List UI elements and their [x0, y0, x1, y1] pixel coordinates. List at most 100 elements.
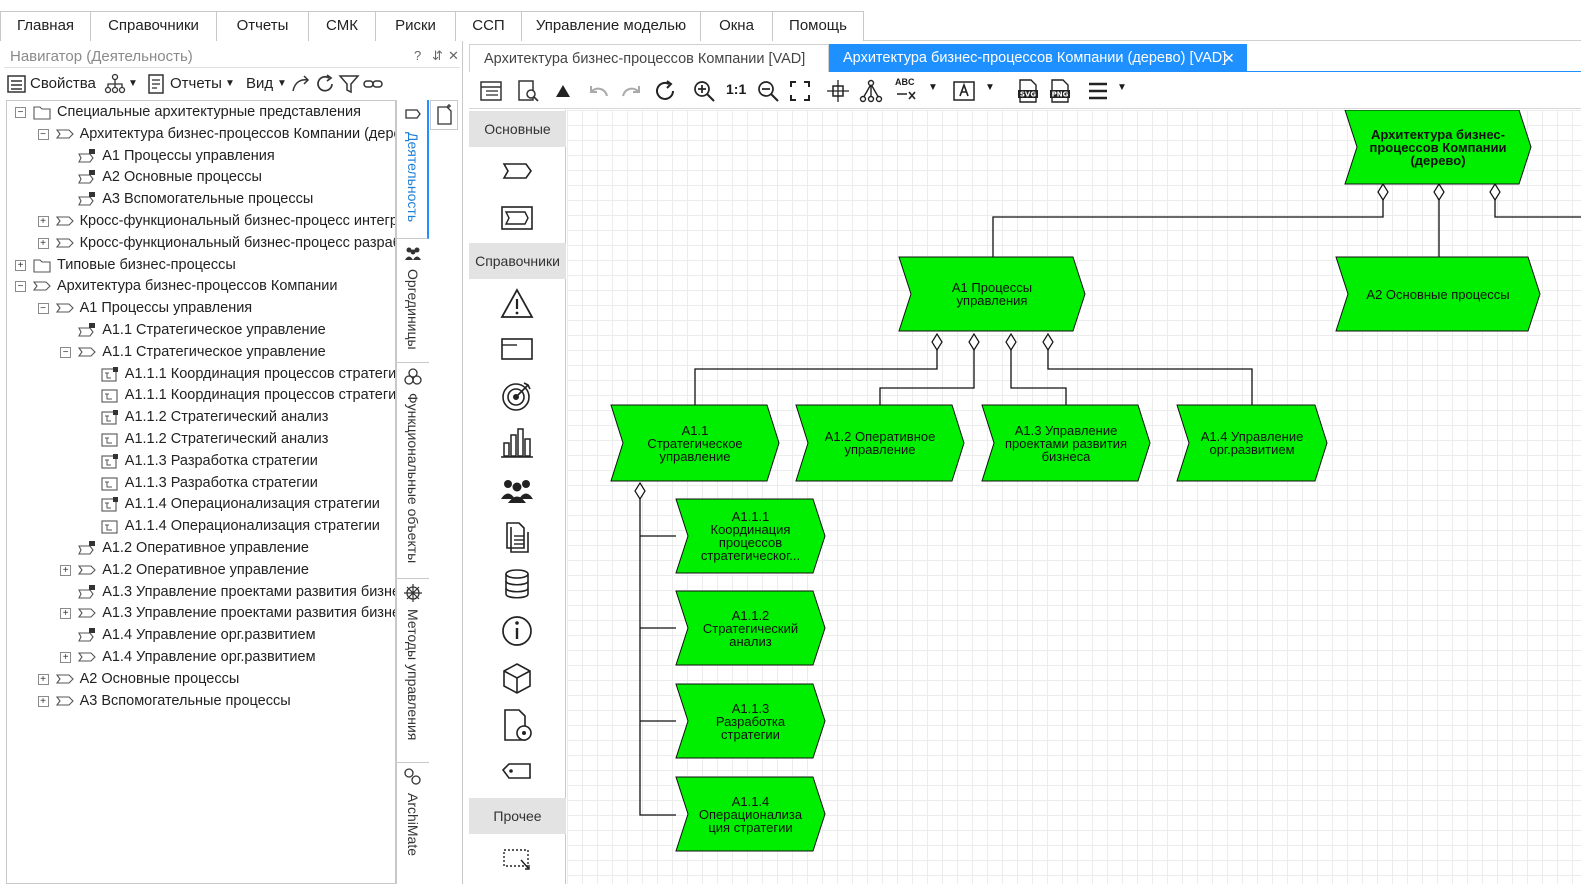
process-node-label[interactable]: А1.2 Оперативное управление: [808, 407, 952, 479]
tree-item[interactable]: +А2 Основные процессы: [7, 669, 396, 690]
collapse-icon[interactable]: −: [38, 303, 49, 314]
process-outline-icon[interactable]: [499, 200, 535, 236]
expand-icon[interactable]: +: [60, 565, 71, 576]
tab-bpa-vad[interactable]: Архитектура бизнес-процессов Компании [V…: [469, 44, 829, 72]
selection-icon[interactable]: [499, 840, 535, 876]
reports-button[interactable]: Отчеты: [170, 73, 222, 95]
expand-icon[interactable]: +: [15, 260, 26, 271]
tree-item[interactable]: А1.2 Оперативное управление: [7, 538, 396, 559]
collapse-icon[interactable]: −: [38, 129, 49, 140]
tree-item[interactable]: А1.1.2 Стратегический анализ: [7, 407, 396, 428]
tree-item[interactable]: −А1 Процессы управления: [7, 298, 396, 319]
cube-icon[interactable]: [499, 660, 535, 696]
process-shape-icon[interactable]: [499, 153, 535, 189]
export-png-icon[interactable]: PNG: [1048, 79, 1072, 103]
undo-icon[interactable]: [587, 79, 611, 103]
close-icon[interactable]: ✕: [448, 48, 459, 64]
process-node-label[interactable]: А1 Процессы управления: [911, 259, 1073, 329]
view-dropdown-icon[interactable]: ▼: [277, 73, 287, 95]
target-icon[interactable]: [499, 378, 535, 414]
document-frame-icon[interactable]: [499, 331, 535, 367]
process-node-label[interactable]: А1.1.1 Координация процессов стратегичес…: [688, 501, 813, 571]
hierarchy-dropdown-icon[interactable]: ▼: [128, 73, 138, 95]
find-in-document-icon[interactable]: [516, 79, 540, 103]
menu-qms[interactable]: СМК: [308, 11, 376, 41]
vtab-archimate[interactable]: ArchiMate: [397, 763, 429, 884]
process-node-label[interactable]: А1.1.2 Стратегический анализ: [688, 593, 813, 663]
tree-item[interactable]: А1.1 Стратегическое управление: [7, 320, 396, 341]
tree-item[interactable]: +Типовые бизнес-процессы: [7, 255, 396, 276]
view-button[interactable]: Вид: [246, 73, 273, 95]
chart-icon[interactable]: [499, 425, 535, 461]
collapse-icon[interactable]: −: [60, 347, 71, 358]
process-node-label[interactable]: А1.3 Управление проектами развития бизне…: [994, 407, 1138, 479]
menu-home[interactable]: Главная: [0, 11, 91, 41]
menu-reports[interactable]: Отчеты: [216, 11, 309, 41]
process-node-label[interactable]: А1.1.4 Операционализа ция стратегии: [688, 779, 813, 849]
refresh-diagram-icon[interactable]: [653, 79, 677, 103]
spellcheck-dropdown-icon[interactable]: ▼: [928, 82, 938, 93]
vtab-management-methods[interactable]: Методы управления: [397, 579, 429, 763]
tree-item[interactable]: +А1.4 Управление орг.развитием: [7, 647, 396, 668]
palette-section-other[interactable]: Прочее: [469, 798, 566, 834]
tree-item[interactable]: А1.1.1 Координация процессов стратегичес…: [7, 385, 396, 406]
menu-references[interactable]: Справочники: [90, 11, 217, 41]
reports-dropdown-icon[interactable]: ▼: [225, 73, 235, 95]
palette-section-basic[interactable]: Основные: [469, 111, 566, 147]
menu-help[interactable]: Помощь: [772, 11, 864, 41]
collapse-icon[interactable]: −: [15, 281, 26, 292]
export-svg-icon[interactable]: SVG: [1016, 79, 1040, 103]
tree-item[interactable]: А1.1.2 Стратегический анализ: [7, 429, 396, 450]
process-node-label[interactable]: А1.1.3 Разработка стратегии: [688, 686, 813, 756]
hierarchy-icon[interactable]: [104, 73, 126, 95]
menu-windows[interactable]: Окна: [700, 11, 773, 41]
tree-item[interactable]: А1.1.4 Операционализация стратегии: [7, 494, 396, 515]
tree-item[interactable]: −А1.1 Стратегическое управление: [7, 342, 396, 363]
process-node-label[interactable]: Архитектура бизнес- процессов Компании (…: [1357, 112, 1519, 182]
database-icon[interactable]: [499, 566, 535, 602]
list-view-icon[interactable]: [479, 79, 503, 103]
risk-icon[interactable]: [499, 286, 535, 322]
filter-icon[interactable]: [338, 73, 360, 95]
tree-item[interactable]: +А1.2 Оперативное управление: [7, 560, 396, 581]
expand-icon[interactable]: +: [38, 674, 49, 685]
tree-item[interactable]: −Архитектура бизнес-процессов Компании: [7, 276, 396, 297]
close-tab-icon[interactable]: ✕: [1223, 44, 1235, 72]
expand-icon[interactable]: +: [38, 696, 49, 707]
info-icon[interactable]: [499, 613, 535, 649]
documents-icon[interactable]: [499, 519, 535, 555]
expand-icon[interactable]: +: [38, 216, 49, 227]
process-node-label[interactable]: А1.4 Управление орг.развитием: [1189, 407, 1315, 479]
vtab-activity[interactable]: Деятельность: [397, 100, 429, 239]
tab-bpa-tree-vad[interactable]: Архитектура бизнес-процессов Компании (д…: [829, 44, 1247, 72]
spellcheck-icon[interactable]: [895, 79, 919, 103]
people-icon[interactable]: [499, 472, 535, 508]
palette-section-references[interactable]: Справочники: [469, 243, 566, 279]
text-format-icon[interactable]: [952, 79, 976, 103]
zoom-in-icon[interactable]: [692, 79, 716, 103]
menu-risks[interactable]: Риски: [375, 11, 456, 41]
menu-bsc[interactable]: ССП: [455, 11, 522, 41]
tag-icon[interactable]: [499, 754, 535, 790]
tree-item[interactable]: А1.1.3 Разработка стратегии: [7, 473, 396, 494]
tree-item[interactable]: А1.1.4 Операционализация стратегии: [7, 516, 396, 537]
menu-dropdown-icon[interactable]: ▼: [1117, 82, 1127, 93]
tree-item[interactable]: А1.1.3 Разработка стратегии: [7, 451, 396, 472]
vtab-org-units[interactable]: Оргединицы: [397, 239, 429, 363]
tree-item[interactable]: А3 Вспомогательные процессы: [7, 189, 396, 210]
link-icon[interactable]: [362, 73, 384, 95]
menu-icon[interactable]: [1086, 79, 1110, 103]
expand-icon[interactable]: +: [60, 608, 71, 619]
file-disk-icon[interactable]: [499, 707, 535, 743]
menu-model-management[interactable]: Управление моделью: [521, 11, 701, 41]
redo-icon[interactable]: [619, 79, 643, 103]
move-up-icon[interactable]: [551, 79, 575, 103]
collapse-icon[interactable]: −: [15, 107, 26, 118]
tree-item[interactable]: А1.1.1 Координация процессов стратегичес…: [7, 364, 396, 385]
tree-item[interactable]: −Архитектура бизнес-процессов Компании (…: [7, 124, 396, 145]
tree-item[interactable]: А2 Основные процессы: [7, 167, 396, 188]
layout-tree-icon[interactable]: [859, 79, 883, 103]
vtab-functional-objects[interactable]: Функциональные объекты: [397, 363, 429, 579]
new-document-button[interactable]: [430, 100, 458, 130]
tree-item[interactable]: +А1.3 Управление проектами развития бизн…: [7, 603, 396, 624]
